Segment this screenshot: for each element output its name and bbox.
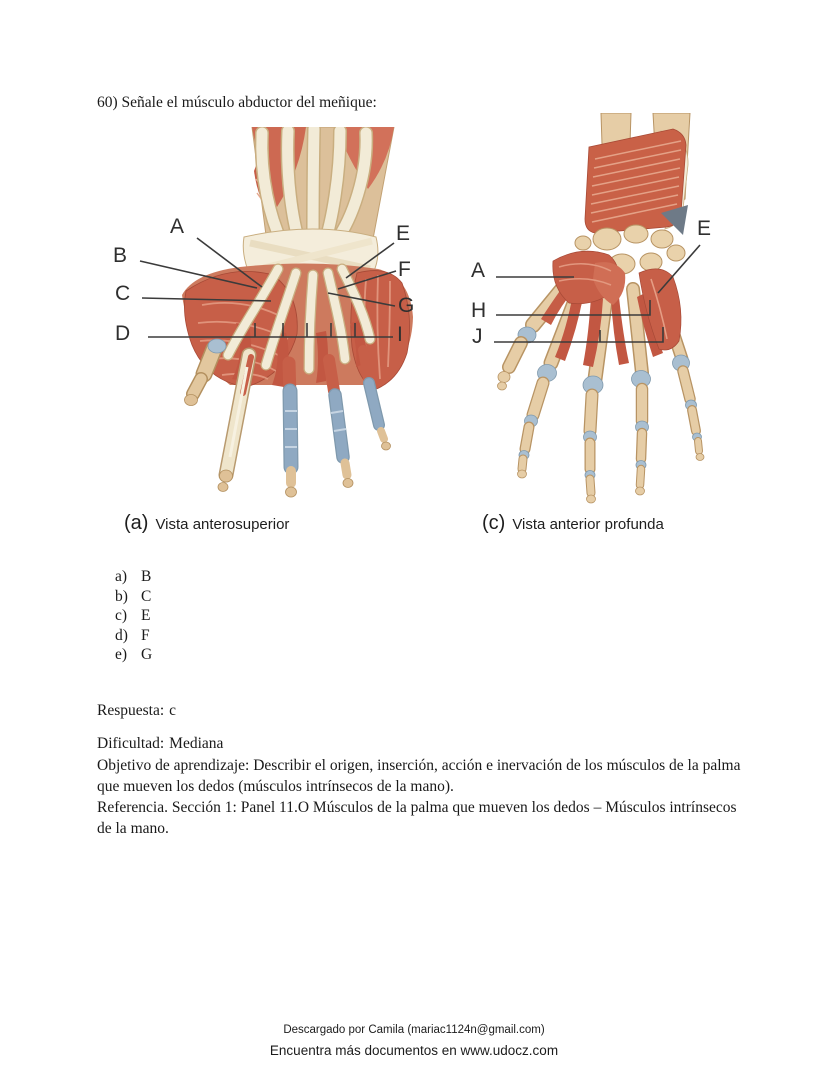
footer-udocz-link: Encuentra más documentos en www.udocz.co… [269,1043,559,1058]
figure-a-caption: (a) Vista anterosuperior [124,512,289,535]
figure-c-label-E: E [697,217,712,240]
figure-c-caption-text: Vista anterior profunda [512,516,664,533]
option-c-value: E [141,607,151,624]
reference-paragraph: Referencia. Sección 1: Panel 11.O Múscul… [97,799,737,837]
figure-c-illustration [494,113,705,504]
answer-value: c [169,702,177,719]
option-d: d) F [115,626,152,646]
finger-bones [517,354,705,504]
option-d-value: F [141,626,150,644]
hypothenar-muscles [638,268,682,351]
figure-c-caption: (c) Vista anterior profunda [482,512,664,535]
thumb [184,338,227,406]
option-b-value: C [141,587,152,605]
figure-a-caption-text: Vista anterosuperior [155,516,290,533]
option-e-value: G [141,646,153,663]
difficulty-label: Dificultad: [97,735,165,752]
thenar-muscles [552,250,626,305]
palm-muscles [182,263,413,391]
figure-a-label-I: I [397,323,403,346]
figure-a-label-B: B [113,244,128,267]
figure-a-label-C: C [115,282,131,305]
figure-a-label-D: D [115,322,131,345]
pronator-quadratus-muscle [584,128,689,235]
difficulty-value: Mediana [169,735,224,752]
answer-line: Respuesta:c [97,700,742,721]
figure-c-caption-letter: (c) [482,512,506,534]
option-a-key: a) [115,568,128,585]
option-d-key: d) [115,626,128,644]
difficulty-line: Dificultad:Mediana [97,733,742,754]
option-a-value: B [141,568,152,585]
figure-c-label-J: J [472,325,483,348]
option-b-key: b) [115,587,128,605]
figure-c-label-H: H [471,299,487,322]
option-c-key: c) [115,607,128,624]
figure-a-label-F: F [398,258,411,281]
figure-c-label-A: A [471,259,486,282]
option-a: a) B [115,567,152,587]
figure-c-leader-lines [494,244,701,343]
figure-a-illustration [139,127,413,498]
option-e: e) G [115,645,152,665]
option-e-key: e) [115,646,128,663]
question-text: 60) Señale el músculo abductor del meñiq… [97,94,377,111]
answer-label: Respuesta: [97,702,165,719]
figure-a-leader-lines [139,237,397,338]
option-c: c) E [115,606,152,626]
figure-a-caption-letter: (a) [124,512,149,534]
option-b: b) C [115,587,152,607]
options-list: a) B b) C c) E d) F e) G [115,567,152,665]
footer-downloaded-by: Descargado por Camila (mariac1124n@gmail… [283,1024,545,1036]
fingers [217,345,391,498]
figure-a-label-E: E [396,222,411,245]
figure-a-label-G: G [398,294,415,317]
objective-paragraph: Objetivo de aprendizaje: Describir el or… [97,757,741,795]
figure-a-label-A: A [170,215,185,238]
